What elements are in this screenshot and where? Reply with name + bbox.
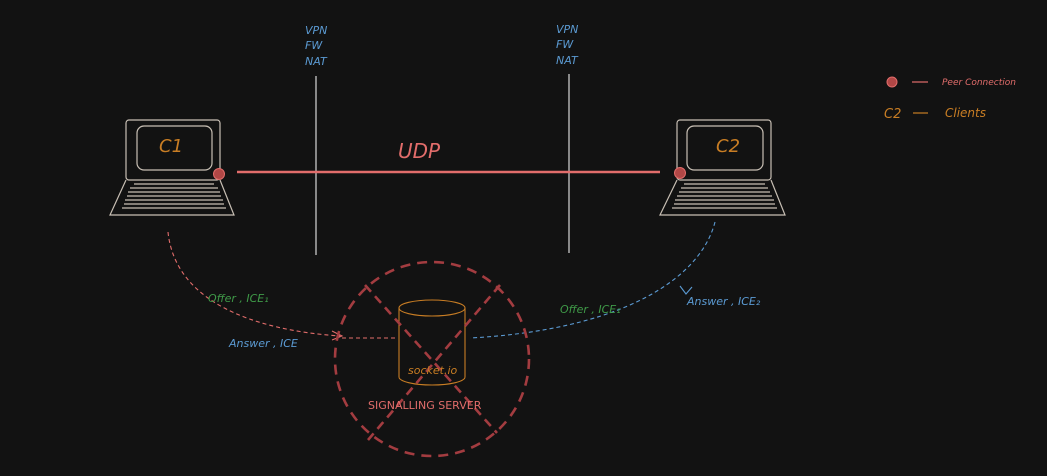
firewall-left-label-2: NAT (305, 55, 328, 68)
edge-label-answer-left: Answer , ICE (228, 337, 298, 350)
server-cross (364, 284, 501, 441)
offer-arrow-left-head (331, 330, 344, 341)
laptop-c1-screen (125, 119, 221, 181)
client-c1-label: C1 (159, 136, 183, 157)
firewall-left-labels: VPN FW NAT (305, 24, 328, 68)
offer-arrow-left (167, 231, 341, 337)
laptop-c2-base (659, 179, 786, 216)
peer-connection-dot-c2 (674, 167, 686, 179)
laptop-c2 (659, 119, 786, 216)
firewall-left-label-0: VPN (305, 24, 327, 37)
edge-label-offer-left: Offer , ICE₁ (208, 292, 269, 305)
firewall-right-label-1: FW (556, 38, 574, 51)
udp-label: UDP (398, 139, 441, 163)
client-c2-label: C2 (716, 136, 740, 157)
server-title: SIGNALLING SERVER (368, 399, 482, 412)
legend: Peer Connection C2 Clients (884, 76, 1016, 122)
legend-client-label: Clients (945, 106, 986, 120)
laptop-c1-display (136, 125, 213, 171)
legend-peer-label: Peer Connection (942, 78, 1016, 88)
edge-label-answer-right: Answer , ICE₂ (686, 295, 761, 308)
laptop-c2-screen (676, 119, 772, 181)
laptop-c1-base (109, 179, 235, 216)
laptop-c1 (109, 119, 235, 216)
answer-arrow-right-head (679, 285, 693, 295)
legend-client-key: C2 (884, 107, 901, 122)
laptop-c2-display (686, 125, 764, 171)
database-icon (398, 299, 466, 386)
edge-label-offer-right: Offer , ICE₁ (560, 303, 621, 316)
signalling-server-circle (333, 260, 531, 458)
firewall-right-labels: VPN FW NAT (556, 23, 579, 67)
database-label: socket.io (408, 364, 458, 377)
firewall-right-label-2: NAT (556, 54, 579, 67)
firewall-left-label-1: FW (305, 39, 323, 52)
answer-arrow-right (469, 221, 716, 339)
firewall-right-label-0: VPN (556, 23, 578, 36)
legend-peer-dot (886, 76, 898, 88)
peer-connection-dot-c1 (213, 168, 225, 180)
